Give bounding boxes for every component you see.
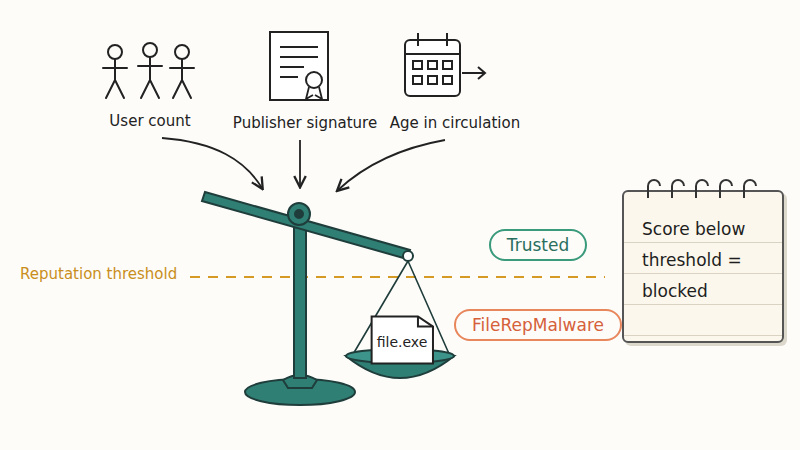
label: Publisher signature	[233, 114, 377, 132]
certificate-icon	[270, 32, 328, 100]
label: User count	[109, 112, 190, 130]
label: Reputation threshold	[20, 265, 177, 283]
node-text: file.exe	[377, 334, 428, 350]
status-pill: Trusted	[489, 229, 587, 261]
note-card: Score below threshold = blocked	[622, 190, 784, 343]
balance-scale	[202, 192, 454, 405]
file-document: file.exe	[371, 316, 434, 364]
node-text: FileRepMalware	[472, 315, 604, 335]
user-icon	[103, 43, 194, 98]
calendar-icon	[405, 33, 485, 96]
input-arrow	[162, 138, 445, 190]
node-text: Score below threshold = blocked	[642, 214, 770, 307]
node-text: Trusted	[507, 235, 569, 255]
label: Age in circulation	[390, 114, 520, 132]
status-pill: FileRepMalware	[454, 309, 622, 341]
